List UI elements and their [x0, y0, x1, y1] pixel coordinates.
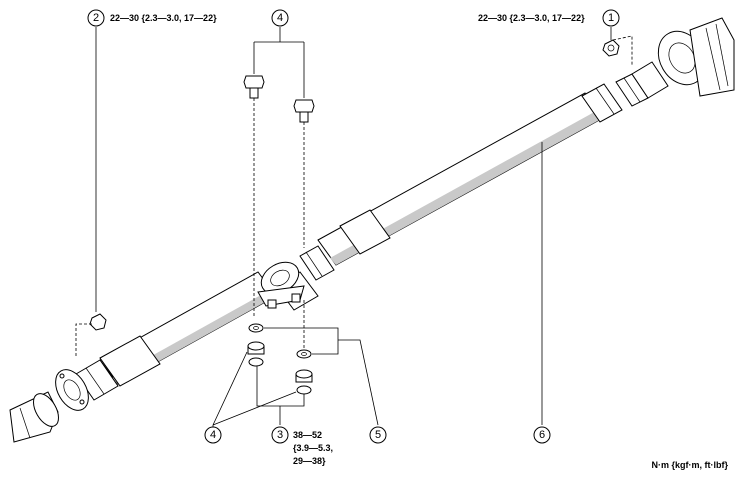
svg-text:6: 6 [539, 429, 545, 441]
differential-flange [657, 17, 735, 97]
callout-6: 6 [533, 426, 551, 444]
callout-3: 3 [271, 426, 289, 444]
units-label: N·m {kgf·m, ft·lbf} [652, 460, 729, 470]
svg-text:4: 4 [277, 12, 283, 24]
propeller-shaft [55, 61, 669, 411]
transmission-output [9, 391, 59, 443]
callout-1: 1 [602, 9, 620, 27]
callout-5: 5 [369, 426, 387, 444]
washer-5b [296, 349, 312, 359]
svg-text:2: 2 [93, 12, 99, 24]
nut-2 [89, 313, 107, 331]
nut-3d [296, 385, 312, 395]
torque-spec-3-line1: 38—52 [293, 430, 322, 440]
washer-5a [248, 323, 264, 333]
svg-text:5: 5 [375, 429, 381, 441]
torque-spec-1: 22—30 {2.3—3.0, 17—22} [478, 13, 585, 23]
nut-1 [602, 39, 620, 57]
svg-text:1: 1 [608, 12, 614, 24]
torque-spec-3-line2: {3.9—5.3, [293, 443, 333, 453]
bolt-4b [293, 99, 315, 123]
center-bearing [257, 261, 305, 309]
callout-4-top: 4 [271, 9, 289, 27]
svg-text:4: 4 [210, 429, 216, 441]
callout-2: 2 [87, 9, 105, 27]
bolt-4a [243, 75, 265, 99]
nut-3b [248, 357, 264, 367]
callout-4-bottom: 4 [204, 426, 222, 444]
svg-text:3: 3 [277, 429, 283, 441]
nut-3a [247, 341, 265, 355]
nut-3c [295, 369, 313, 383]
torque-spec-3-line3: 29—38} [293, 456, 326, 466]
torque-spec-2: 22—30 {2.3—3.0, 17—22} [110, 13, 217, 23]
